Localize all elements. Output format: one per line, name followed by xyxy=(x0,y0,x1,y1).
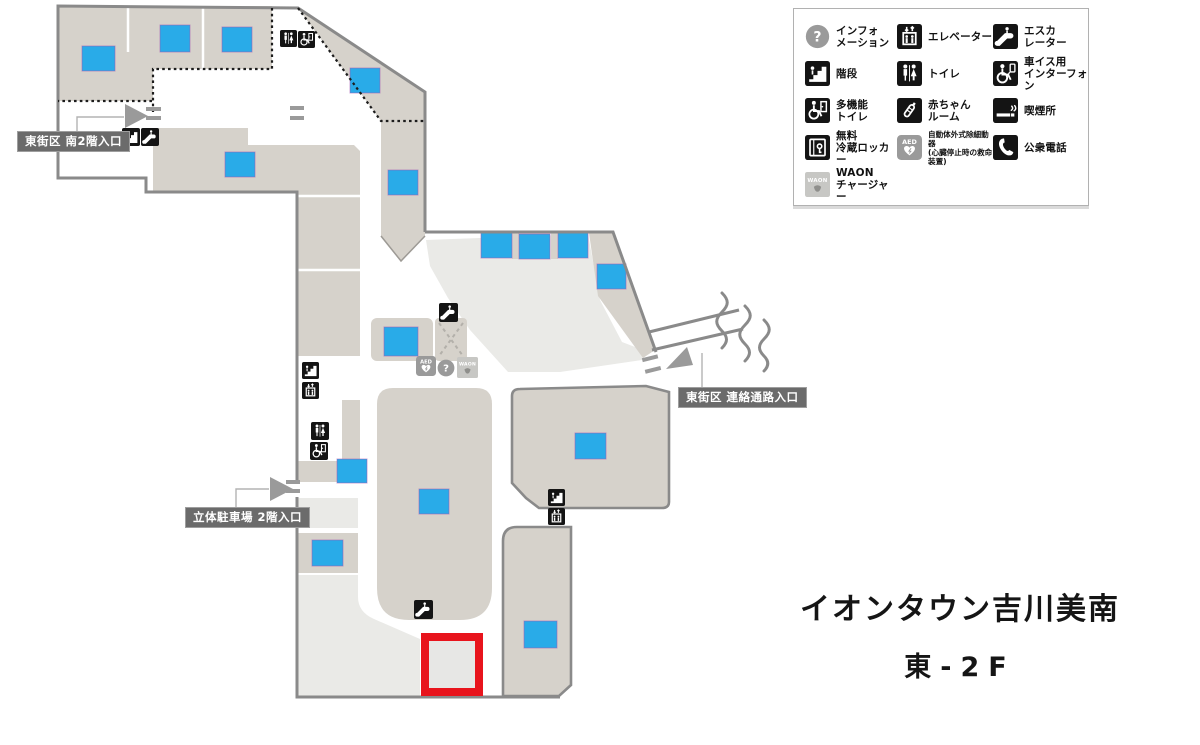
store-marker[interactable] xyxy=(81,45,116,72)
legend-label: 多機能 トイレ xyxy=(836,98,869,123)
entrance-label-south: 東街区 南2階入口 xyxy=(17,131,131,152)
floor-block-bottom-right xyxy=(501,525,573,698)
entrance-arrow-south xyxy=(125,104,148,128)
free-locker-icon xyxy=(805,135,830,160)
aed-icon xyxy=(897,135,922,160)
map-title: イオンタウン吉川美南 東-2F xyxy=(775,584,1145,684)
store-dividers xyxy=(126,6,360,272)
floor-block-left-arm xyxy=(153,128,360,356)
accessible-toilet-icon xyxy=(805,98,830,123)
legend-label: エレベーター xyxy=(928,30,993,43)
store-marker[interactable] xyxy=(387,169,419,196)
door-marks xyxy=(146,106,662,493)
legend-item-wheelchair-interphone: 車イス用 インターフォン xyxy=(993,56,1093,92)
store-marker[interactable] xyxy=(311,539,344,567)
wheelchair-interphone-icon xyxy=(993,61,1018,86)
accessible-toilet-icon xyxy=(310,442,328,460)
legend-label: 公衆電話 xyxy=(1024,141,1067,154)
legend-item-waon-charger: WAON チャージャー xyxy=(805,167,897,203)
aed-icon xyxy=(416,356,436,376)
anchor-floor-area xyxy=(426,234,648,372)
legend-label: 階段 xyxy=(836,67,858,80)
zone-boundary-dotted xyxy=(58,7,424,123)
toilet-icon xyxy=(311,422,329,440)
entrance-arrows xyxy=(125,104,693,501)
legend-label: インフォ メーション xyxy=(836,24,890,49)
legend-item-toilet: トイレ xyxy=(897,61,993,86)
building-outline xyxy=(56,4,744,699)
legend-label: 赤ちゃん ルーム xyxy=(928,98,971,123)
label-leader-lines xyxy=(76,116,703,507)
legend-label: WAON チャージャー xyxy=(836,166,889,203)
entrance-arrow-passage xyxy=(666,347,693,369)
public-phone-icon xyxy=(993,135,1018,160)
legend-label: 自動体外式除細動器 (心臓停止時の救命装置) xyxy=(928,129,993,166)
information-icon xyxy=(437,359,455,377)
escalator-icon xyxy=(141,128,159,146)
legend-label: 車イス用 インターフォン xyxy=(1024,55,1088,92)
store-marker[interactable] xyxy=(518,233,551,260)
legend-panel: インフォ メーション エレベーター エスカ レーター 階段 トイレ 車イス用 イ… xyxy=(793,8,1089,206)
floor-block xyxy=(551,233,558,259)
legend-label: 無料 冷蔵ロッカー xyxy=(836,129,890,166)
store-marker[interactable] xyxy=(574,432,607,460)
store-marker[interactable] xyxy=(523,620,558,649)
stairs-icon xyxy=(805,61,830,86)
toilet-icon xyxy=(280,30,297,47)
legend-item-information: インフォ メーション xyxy=(805,24,897,49)
legend-label: トイレ xyxy=(928,67,961,80)
baby-room-icon xyxy=(897,98,922,123)
stairs-icon xyxy=(548,489,565,506)
stairs-icon xyxy=(302,362,319,379)
store-marker[interactable] xyxy=(557,232,589,259)
store-markers xyxy=(81,24,627,649)
store-marker[interactable] xyxy=(336,458,368,484)
legend-label: 喫煙所 xyxy=(1024,104,1057,117)
store-marker[interactable] xyxy=(159,24,191,53)
store-marker[interactable] xyxy=(383,326,419,357)
legend-label: エスカ レーター xyxy=(1024,24,1067,49)
store-marker[interactable] xyxy=(221,26,253,53)
floor-block xyxy=(512,233,519,259)
store-marker[interactable] xyxy=(596,263,627,290)
legend-item-baby-room: 赤ちゃん ルーム xyxy=(897,98,993,123)
highlight-box[interactable] xyxy=(421,633,483,696)
information-icon xyxy=(805,24,830,49)
legend-item-stairs: 階段 xyxy=(805,61,897,86)
waon-charger-icon xyxy=(805,172,830,197)
floor-name: 東-2F xyxy=(904,652,1016,683)
legend-item-public-phone: 公衆電話 xyxy=(993,135,1093,160)
store-marker[interactable] xyxy=(349,67,381,94)
escalator-icon xyxy=(993,24,1018,49)
escalator-icon xyxy=(414,600,433,619)
elevator-icon xyxy=(897,24,922,49)
mall-name: イオンタウン吉川美南 xyxy=(800,592,1120,627)
entrance-label-passage: 東街区 連絡通路入口 xyxy=(678,387,807,408)
store-marker[interactable] xyxy=(480,232,513,259)
floor-block xyxy=(342,400,360,461)
legend-item-accessible-toilet: 多機能 トイレ xyxy=(805,98,897,123)
floor-block-top-left xyxy=(58,6,272,101)
passage-break-marks xyxy=(715,291,771,373)
store-marker[interactable] xyxy=(418,488,450,515)
legend-item-aed: 自動体外式除細動器 (心臓停止時の救命装置) xyxy=(897,130,993,166)
entrance-label-parking: 立体駐車場 2階入口 xyxy=(185,507,311,528)
legend-item-elevator: エレベーター xyxy=(897,24,993,49)
elevator-icon xyxy=(302,382,319,399)
legend-item-escalator: エスカ レーター xyxy=(993,24,1093,49)
escalator-icon xyxy=(439,303,458,322)
anchor-floor-area xyxy=(298,575,420,697)
legend-item-free-locker: 無料 冷蔵ロッカー xyxy=(805,130,897,166)
toilet-icon xyxy=(897,61,922,86)
legend-item-smoking-area: 喫煙所 xyxy=(993,98,1093,123)
waon-charger-icon xyxy=(457,357,478,378)
entrance-arrow-parking xyxy=(270,477,293,501)
elevator-icon xyxy=(548,508,565,525)
accessible-toilet-icon xyxy=(298,31,315,48)
store-marker[interactable] xyxy=(224,151,256,178)
smoking-area-icon xyxy=(993,98,1018,123)
